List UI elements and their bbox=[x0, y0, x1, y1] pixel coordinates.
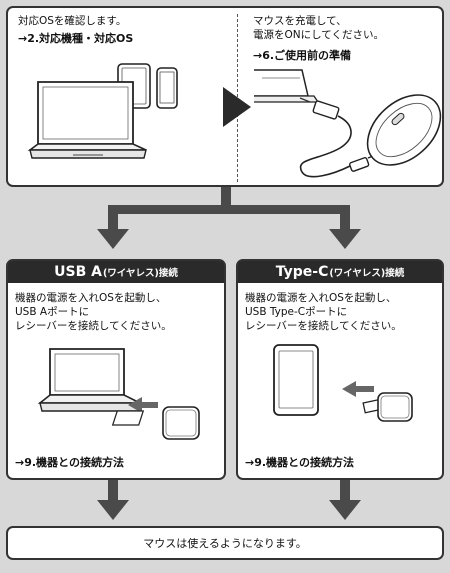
usb-a-desc-line-3: レシーバーを接続してください。 bbox=[15, 320, 172, 332]
usb-a-header-title: USB A bbox=[54, 264, 102, 280]
usb-a-header: USB A (ワイヤレス)接続 bbox=[8, 261, 224, 283]
type-c-panel: Type-C (ワイヤレス)接続 機器の電源を入れOSを起動し、 USB Typ… bbox=[236, 259, 444, 480]
charging-illustration bbox=[254, 69, 442, 178]
type-c-desc-line-3: レシーバーを接続してください。 bbox=[245, 320, 402, 332]
type-c-illustration bbox=[273, 344, 413, 422]
type-c-header-subtitle: (ワイヤレス)接続 bbox=[329, 268, 405, 279]
usb-a-header-subtitle: (ワイヤレス)接続 bbox=[102, 268, 178, 279]
top-panel: 対応OSを確認します。 →2.対応機種・対応OS マウスを充電して、 電源をON… bbox=[6, 6, 444, 187]
result-text: マウスは使えるようになります。 bbox=[143, 537, 307, 550]
type-c-header-title: Type-C bbox=[275, 264, 329, 280]
check-os-text: 対応OSを確認します。 bbox=[18, 15, 127, 27]
usb-a-desc-line-2: USB Aポートに bbox=[15, 306, 90, 318]
play-arrow-icon bbox=[223, 87, 251, 127]
usb-a-illustration bbox=[37, 348, 200, 440]
power-on-text: 電源をONにしてください。 bbox=[253, 29, 384, 41]
supported-os-link[interactable]: →2.対応機種・対応OS bbox=[18, 32, 134, 45]
charge-mouse-text: マウスを充電して、 bbox=[253, 15, 347, 27]
preparation-link[interactable]: →6.ご使用前の準備 bbox=[253, 49, 352, 62]
type-c-desc-line-2: USB Type-Cポートに bbox=[245, 306, 348, 318]
type-c-desc-line-1: 機器の電源を入れOSを起動し、 bbox=[245, 292, 397, 304]
usb-a-desc-line-1: 機器の電源を入れOSを起動し、 bbox=[15, 292, 167, 304]
usb-a-panel: USB A (ワイヤレス)接続 機器の電源を入れOSを起動し、 USB Aポート… bbox=[6, 259, 226, 480]
type-c-header: Type-C (ワイヤレス)接続 bbox=[238, 261, 442, 283]
usb-a-connect-link[interactable]: →9.機器との接続方法 bbox=[15, 456, 124, 469]
type-c-connect-link[interactable]: →9.機器との接続方法 bbox=[245, 456, 354, 469]
down-arrows bbox=[97, 480, 361, 520]
split-arrows bbox=[97, 187, 361, 249]
result-panel: マウスは使えるようになります。 bbox=[6, 526, 444, 560]
devices-illustration bbox=[27, 63, 178, 159]
